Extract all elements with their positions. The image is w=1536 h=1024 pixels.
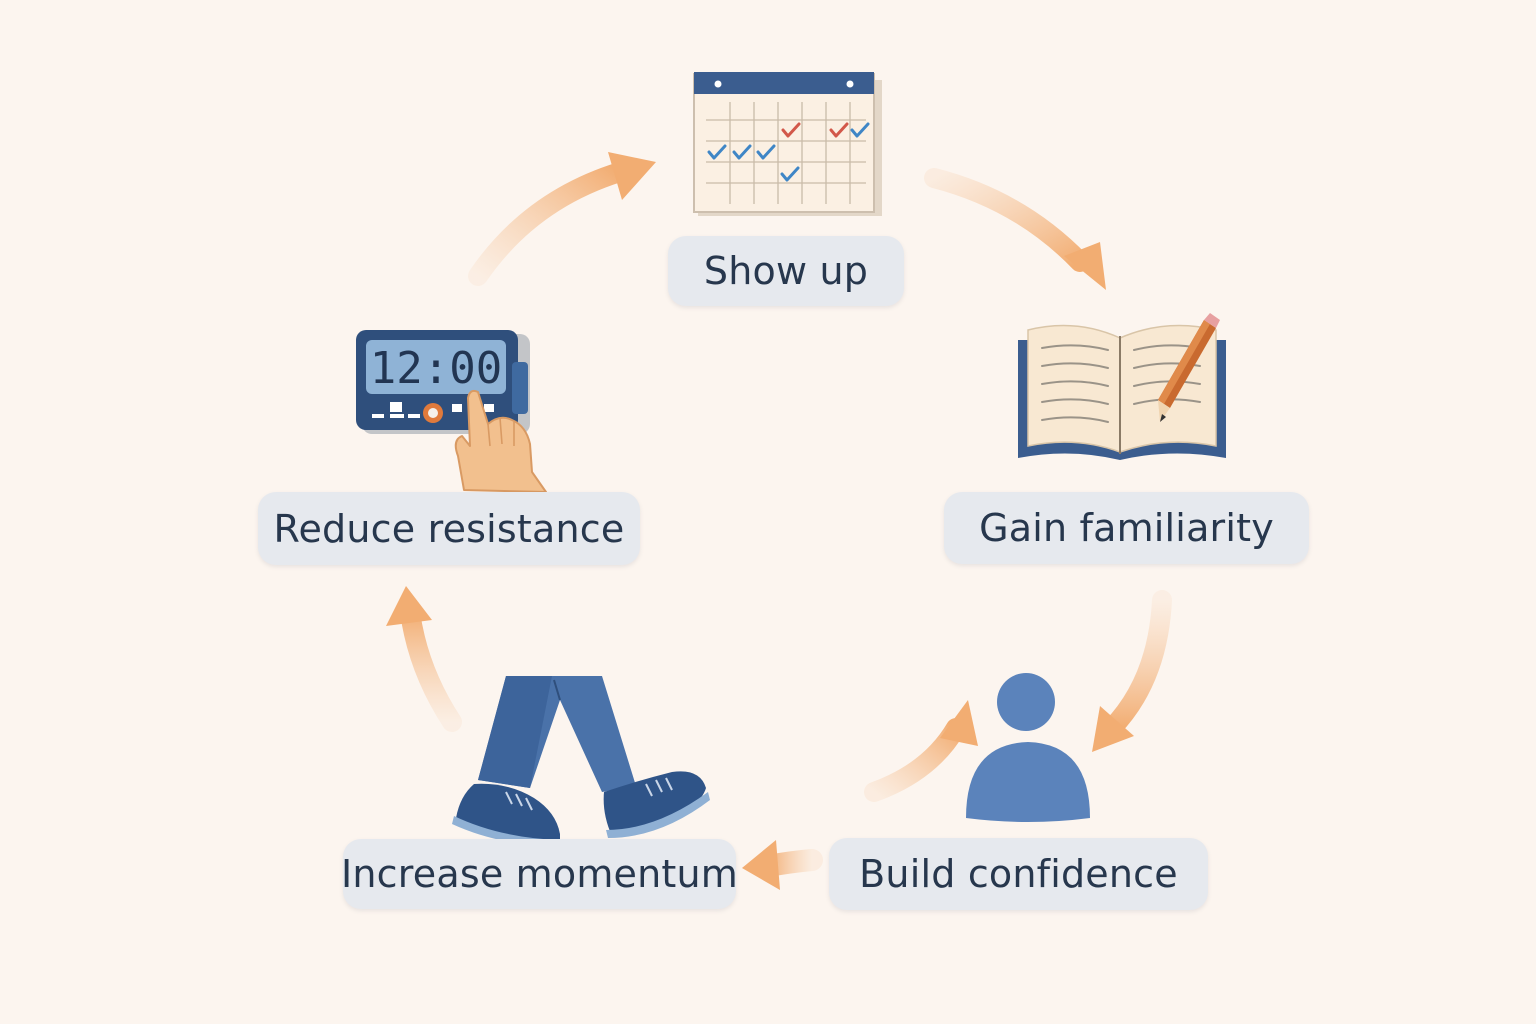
step-gain-familiarity: Gain familiarity	[944, 492, 1309, 564]
arrow-build-to-increase	[742, 840, 823, 890]
shoe-right	[603, 771, 710, 838]
arrow-increase-to-reduce	[386, 586, 462, 732]
arrow-gain-to-build	[1092, 590, 1172, 752]
arrow-reduce-to-showup	[468, 152, 656, 286]
alarm-clock-icon: 12:00	[356, 330, 547, 493]
clock-display: 12:00	[370, 343, 502, 394]
pencil-icon	[1158, 313, 1220, 422]
step-increase-momentum: Increase momentum	[341, 839, 738, 909]
hand-icon	[454, 389, 547, 493]
step-show-up: Show up	[668, 236, 904, 306]
step-build-confidence: Build confidence	[829, 838, 1208, 910]
arrow-build-inner	[864, 700, 978, 802]
arrow-showup-to-gain	[924, 168, 1106, 290]
walking-legs-icon	[452, 676, 710, 846]
open-book-icon	[1018, 313, 1226, 460]
person-icon	[966, 673, 1090, 822]
shoe-left	[452, 783, 560, 846]
step-reduce-resistance: Reduce resistance	[258, 492, 640, 565]
calendar-icon	[693, 72, 882, 216]
